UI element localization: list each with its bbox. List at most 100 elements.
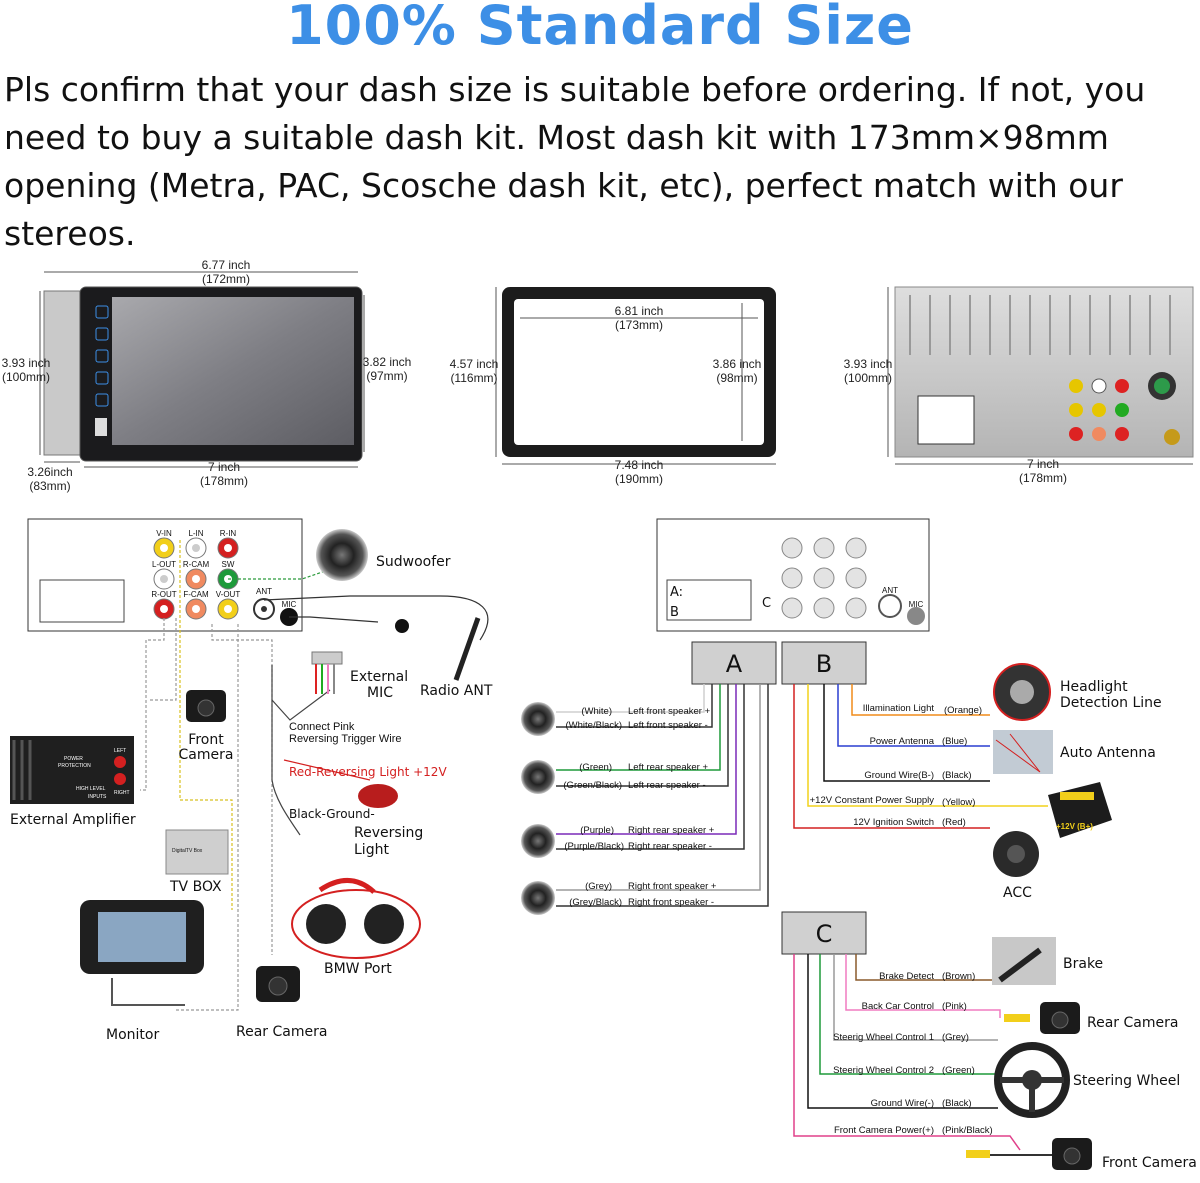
connect-pink-label-2: Reversing Trigger Wire [289, 733, 401, 745]
amplifier-label: External Amplifier [10, 812, 136, 828]
plug-b-label: B [670, 605, 679, 620]
rear-camera-label-2: Rear Camera [1087, 1015, 1178, 1031]
ant-jack-2 [878, 594, 902, 618]
wire-a6-color: (Purple/Black) [564, 841, 624, 852]
wire-a7-desc: Right front speaker + [628, 881, 717, 892]
port-mic: MIC [282, 600, 297, 609]
block-c-label: C [816, 920, 833, 948]
wire-c-pink [845, 954, 1001, 1018]
wire-c6-color: (Pink/Black) [942, 1125, 993, 1136]
front-camera-rca-icon [966, 1150, 990, 1158]
rear-camera-label: Rear Camera [236, 1024, 327, 1040]
dim-depth: 3.26inch [27, 465, 72, 479]
mic-label-2: MIC [909, 600, 924, 609]
side-buttons [95, 305, 109, 407]
wire-c3-desc: Steerig Wheel Control 1 [833, 1032, 934, 1043]
steering-wheel-label: Steering Wheel [1073, 1073, 1180, 1089]
wire-a5-color: (Purple) [580, 825, 614, 836]
steering-wheel-icon [994, 1042, 1070, 1118]
dim-back-width: 7 inch [1027, 457, 1059, 471]
harness-plug [666, 579, 752, 621]
dim-width-bottom: 7 inch [208, 460, 240, 474]
dim-back-height: 3.93 inch [844, 357, 893, 371]
subwoofer-icon [316, 529, 368, 581]
auto-antenna-label: Auto Antenna [1060, 745, 1156, 761]
dim-outer-width: 7.48 inch [615, 458, 664, 472]
wire-a3-desc: Left rear speaker + [628, 762, 708, 773]
port-v-in: V-IN [156, 529, 172, 538]
dim-outer-width-mm: (190mm) [615, 472, 663, 486]
front-view: 6.77 inch (172mm) 3.93 inch (100mm) 3.82… [2, 258, 412, 493]
wire-c2-desc: Back Car Control [862, 1001, 934, 1012]
wire-c2-color: (Pink) [942, 1001, 967, 1012]
wire-c-green [819, 954, 998, 1075]
mic-icon [395, 619, 409, 633]
port-v-out: V-OUT [216, 590, 241, 599]
front-camera-label-2: Camera [179, 747, 234, 763]
front-camera-label-2: Front Camera [1102, 1155, 1197, 1171]
wire-c1-desc: Brake Detect [879, 971, 934, 982]
amp-protection: PROTECTION [58, 763, 91, 769]
subwoofer-label: Sudwoofer [376, 554, 451, 570]
size-notice: Pls confirm that your dash size is suita… [4, 70, 1146, 253]
dim-back-height-mm: (100mm) [844, 371, 892, 385]
black-ground-label: Black-Ground- [289, 807, 375, 821]
harness-icon [311, 651, 343, 665]
wire-a4-color: (Green/Black) [563, 780, 622, 791]
dim-height-right: 3.82 inch [363, 355, 412, 369]
plug-a-label: A: [670, 585, 683, 600]
bmw-port-male-icon [306, 904, 346, 944]
wire-a1-color: (White) [581, 706, 612, 717]
tv-box-icon [165, 829, 229, 875]
dim-depth-mm: (83mm) [29, 479, 70, 493]
port-ant: ANT [256, 587, 272, 596]
dim-back-width-mm: (178mm) [1019, 471, 1067, 485]
dim-width-top: 6.77 inch [202, 258, 251, 272]
amp-right: RIGHT [114, 790, 130, 796]
iso-plug [39, 579, 125, 623]
amp-power: POWER [64, 756, 83, 762]
antenna-jack [1164, 429, 1180, 445]
wire-c-black [807, 954, 998, 1109]
headlight-label-2: Detection Line [1060, 695, 1162, 711]
amp-high-level: HIGH LEVEL [76, 786, 106, 792]
port-l-out: L-OUT [152, 560, 176, 569]
amp-left: LEFT [114, 748, 126, 754]
tv-box-label: TV BOX [169, 879, 222, 895]
page-title: 100% Standard Size [286, 0, 914, 57]
wire-c-pink-black [793, 954, 1021, 1151]
headlight-label-1: Headlight [1060, 679, 1128, 695]
rca-port-grid [153, 537, 239, 620]
wire-a6-desc: Right rear speaker - [628, 841, 712, 852]
tv-box-screen: DigitalTV Box [172, 848, 203, 854]
wire-a3-color: (Green) [579, 762, 612, 773]
mic-jack-2 [907, 607, 925, 625]
wire-b4-color: (Yellow) [942, 797, 975, 808]
dim-height-left: 3.93 inch [2, 356, 51, 370]
wire-b-yellow [807, 684, 1048, 807]
wire-b-red [793, 684, 990, 829]
port-r-out: R-OUT [151, 590, 176, 599]
wire-c3-color: (Grey) [942, 1032, 969, 1043]
wire-a1-desc: Left front speaker + [628, 706, 711, 717]
wire-b5-color: (Red) [942, 817, 966, 828]
wire-a5-desc: Right rear speaker + [628, 825, 715, 836]
wire-a8-desc: Right front speaker - [628, 897, 714, 908]
front-camera-label-1: Front [188, 732, 224, 748]
wire-b1-desc: Illamination Light [863, 703, 935, 714]
dim-inner-height-mm: (98mm) [716, 371, 757, 385]
external-mic-label-2: MIC [367, 685, 393, 701]
wire-b2-desc: Power Antenna [870, 736, 935, 747]
dim-width-top-mm: (172mm) [202, 272, 250, 286]
dim-outer-height-mm: (116mm) [450, 371, 497, 385]
wire-b-black [823, 684, 990, 782]
dim-height-right-mm: (97mm) [366, 369, 407, 383]
red-reversing-label: Red-Reversing Light +12V [289, 765, 447, 779]
screen [112, 297, 354, 445]
battery-label: +12V (B+) [1056, 822, 1093, 831]
block-b [781, 641, 867, 685]
av-wiring-diagram: V-IN L-IN R-IN L-OUT R-CAM SW R-OUT F-CA… [10, 518, 493, 1043]
wire-c4-desc: Steerig Wheel Control 2 [833, 1065, 934, 1076]
wire-b-orange [851, 684, 990, 716]
